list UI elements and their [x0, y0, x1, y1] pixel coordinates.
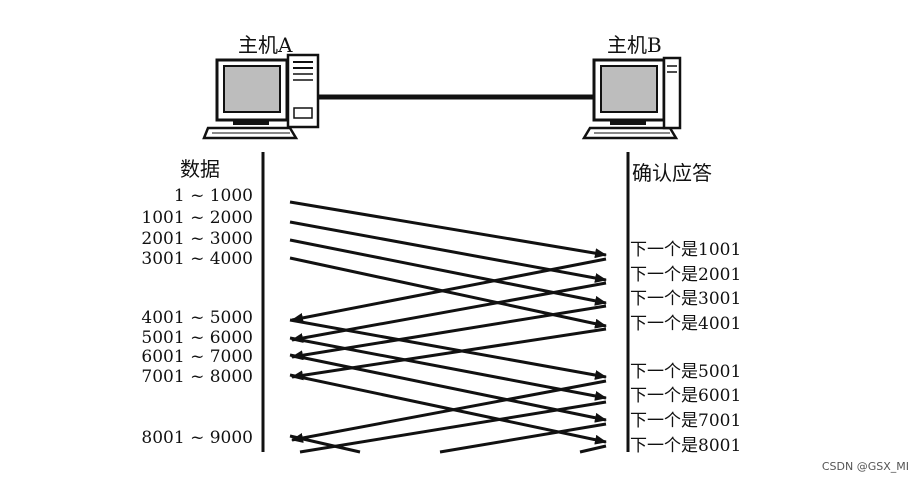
ack-arrow-8	[579, 444, 607, 454]
ack-label-4: 下一个是4001	[630, 314, 742, 334]
ack-arrow-5	[291, 379, 607, 443]
host-b-label: 主机B	[607, 33, 662, 57]
ack-arrow-6	[299, 400, 607, 454]
data-range-6: 5001 ~ 6000	[141, 328, 253, 348]
ack-label-5: 下一个是5001	[630, 362, 742, 382]
ack-label-1: 下一个是1001	[630, 240, 742, 260]
data-range-3: 2001 ~ 3000	[141, 229, 253, 249]
data-range-9: 8001 ~ 9000	[141, 428, 253, 448]
ack-arrow-1	[291, 257, 607, 323]
segment-arrow-5	[289, 318, 607, 380]
data-range-7: 6001 ~ 7000	[141, 347, 253, 367]
ack-arrow-4	[291, 327, 607, 381]
segment-arrow-6	[289, 336, 607, 401]
ack-column-title: 确认应答	[632, 161, 712, 185]
host-a-label: 主机A	[238, 33, 293, 57]
data-range-4: 3001 ~ 4000	[141, 249, 253, 269]
ack-label-2: 下一个是2001	[630, 265, 742, 285]
host-a-computer-icon	[202, 53, 320, 140]
ack-label-6: 下一个是6001	[630, 386, 742, 406]
ack-label-7: 下一个是7001	[630, 411, 742, 431]
ack-arrow-7	[439, 422, 607, 454]
segment-arrow-1	[289, 200, 607, 259]
ack-label-8: 下一个是8001	[630, 436, 742, 456]
data-range-8: 7001 ~ 8000	[141, 367, 253, 387]
watermark: CSDN @GSX_MI	[821, 460, 909, 473]
segment-arrow-9	[289, 434, 361, 454]
segment-arrow-8	[289, 373, 607, 445]
data-range-5: 4001 ~ 5000	[141, 308, 253, 328]
data-column-title: 数据	[180, 157, 220, 181]
data-range-1: 1 ~ 1000	[173, 186, 253, 206]
ack-label-3: 下一个是3001	[630, 289, 742, 309]
data-range-2: 1001 ~ 2000	[141, 208, 253, 228]
host-b-computer-icon	[581, 56, 682, 140]
